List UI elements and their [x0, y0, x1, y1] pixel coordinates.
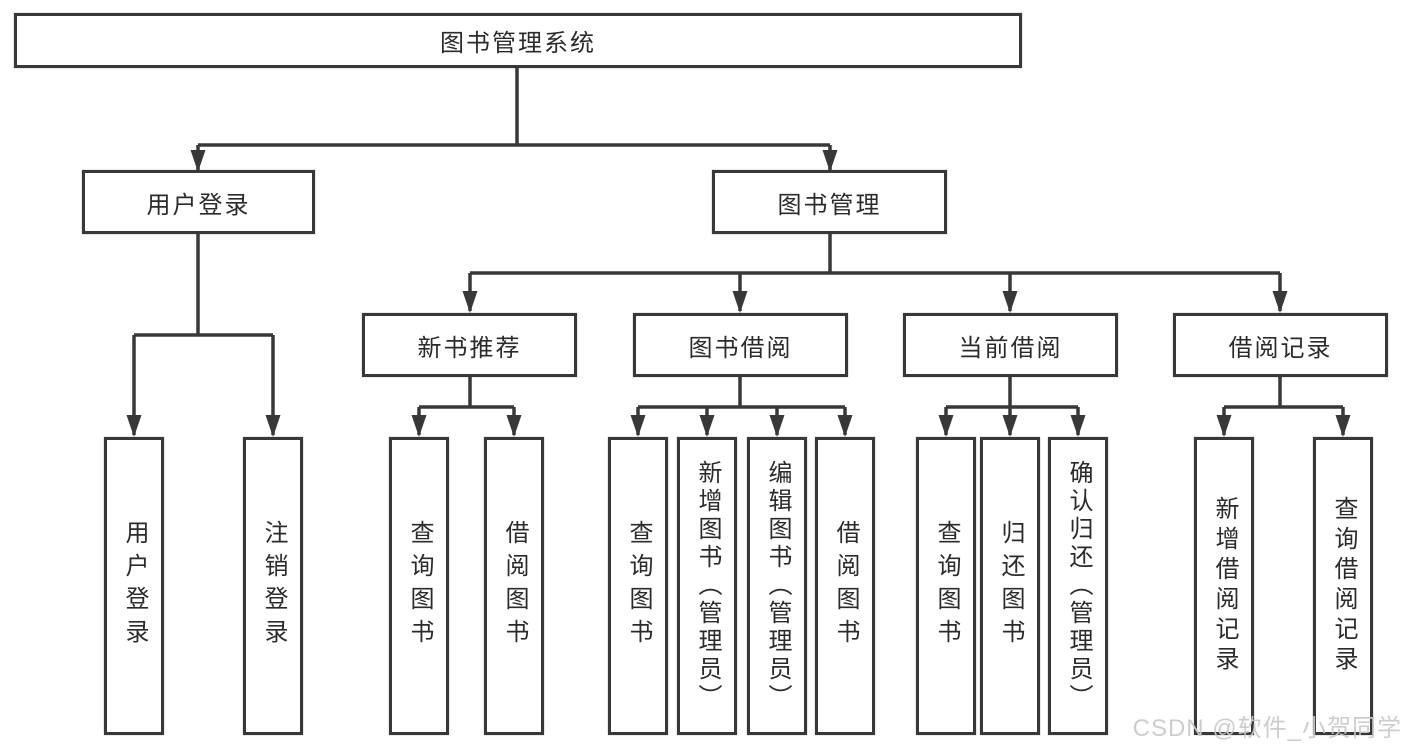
node-label: 图书管理 [777, 191, 882, 219]
node-label: 图书借阅 [688, 334, 793, 362]
node-current-borrowing: 当前借阅 [903, 313, 1118, 377]
node-borrowing-records: 借阅记录 [1173, 313, 1388, 377]
node-label: 查询图书 [625, 520, 652, 652]
connector-current-to-leaves [944, 376, 1080, 435]
node-label: 归还图书 [997, 520, 1024, 652]
arrowhead-icon [1070, 415, 1086, 437]
connector-userlogin-to-leaves [132, 233, 275, 435]
node-label: 查询图书 [933, 520, 960, 652]
csdn-watermark: CSDN @软件_小贺同学 [1132, 715, 1402, 742]
node-label: 借阅记录 [1228, 334, 1333, 362]
leaf-query-borrow-record: 查询借阅记录 [1313, 437, 1373, 735]
leaf-recommend-borrow-books: 借阅图书 [484, 437, 544, 735]
arrowhead-icon [411, 415, 427, 437]
arrowhead-icon [1216, 415, 1232, 437]
node-user-login: 用户登录 [82, 170, 315, 234]
node-label: 编辑图书（管理员） [764, 460, 791, 712]
leaf-current-query-books: 查询图书 [916, 437, 976, 735]
leaf-user-login: 用户登录 [104, 437, 164, 735]
arrowhead-icon [1335, 415, 1351, 437]
node-label: 新书推荐 [417, 334, 522, 362]
leaf-return-books: 归还图书 [980, 437, 1040, 735]
node-label: 新增图书（管理员） [694, 460, 721, 712]
arrowhead-icon [837, 415, 853, 437]
node-label: 注销登录 [260, 520, 287, 652]
leaf-confirm-return-admin: 确认归还（管理员） [1048, 437, 1108, 735]
node-new-book-recommend: 新书推荐 [362, 313, 577, 377]
arrowhead-icon [506, 415, 522, 437]
node-label: 借阅图书 [832, 520, 859, 652]
node-label: 查询图书 [406, 520, 433, 652]
node-label: 图书管理系统 [440, 30, 596, 57]
arrowhead-icon [1272, 291, 1288, 313]
arrowhead-icon [630, 415, 646, 437]
node-label: 查询借阅记录 [1330, 496, 1357, 676]
arrowhead-icon [1002, 291, 1018, 313]
arrowhead-icon [462, 291, 478, 313]
node-label: 用户登录 [121, 520, 148, 652]
leaf-borrowing-query-books: 查询图书 [608, 437, 668, 735]
connector-bookmgmt-to-tier3 [468, 233, 1282, 311]
arrowhead-icon [265, 415, 281, 437]
node-library-management-system: 图书管理系统 [14, 13, 1022, 68]
node-label: 用户登录 [146, 191, 251, 219]
leaf-borrowing-borrow-books: 借阅图书 [815, 437, 875, 735]
arrowhead-icon [1002, 415, 1018, 437]
node-book-borrowing: 图书借阅 [633, 313, 848, 377]
connector-newrec-to-leaves [417, 376, 516, 435]
node-label: 借阅图书 [501, 520, 528, 652]
arrowhead-icon [699, 415, 715, 437]
leaf-edit-books-admin: 编辑图书（管理员） [747, 437, 807, 735]
leaf-logout: 注销登录 [243, 437, 303, 735]
arrowhead-icon [769, 415, 785, 437]
connector-records-to-leaves [1222, 376, 1345, 435]
connector-root-to-tier2 [196, 66, 832, 170]
node-label: 新增借阅记录 [1211, 496, 1238, 676]
node-label: 确认归还（管理员） [1065, 460, 1092, 712]
leaf-add-books-admin: 新增图书（管理员） [677, 437, 737, 735]
leaf-add-borrow-record: 新增借阅记录 [1194, 437, 1254, 735]
arrowhead-icon [126, 415, 142, 437]
arrowhead-icon [190, 150, 206, 172]
arrowhead-icon [732, 291, 748, 313]
connector-borrow-to-leaves [636, 376, 847, 435]
arrowhead-icon [822, 150, 838, 172]
arrowhead-icon [938, 415, 954, 437]
node-book-management: 图书管理 [712, 170, 947, 234]
node-label: 当前借阅 [958, 334, 1063, 362]
leaf-recommend-query-books: 查询图书 [389, 437, 449, 735]
